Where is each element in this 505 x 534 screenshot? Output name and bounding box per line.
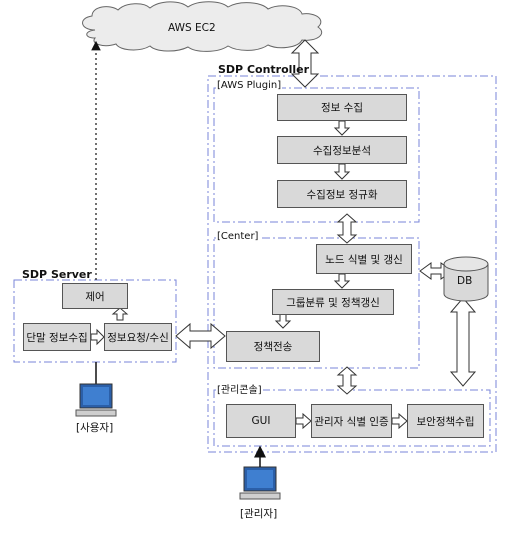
db-cylinder [443,256,489,302]
plugin-flow-arrows [333,120,351,180]
collected-info-analysis-box: 수집정보분석 [277,136,407,164]
admin-auth-box: 관리자 식별 인증 [311,404,392,438]
info-collect-box: 정보 수집 [277,94,407,121]
console-flow-arrows [295,412,408,430]
mgmt-console-label: [관리콘솔] [216,381,263,396]
plugin-center-double-arrow [336,213,358,244]
collected-info-normalize-box: 수집정보 정규화 [277,180,407,208]
control-box: 제어 [62,283,128,309]
center-console-double-arrow [336,366,358,395]
center-label: [Center] [216,231,260,242]
terminal-collect-box: 단말 정보수집 [23,323,91,351]
gui-box: GUI [226,404,296,438]
aws-plugin-section [213,87,420,223]
sdp-controller-boundary [207,75,497,453]
db-console-double-arrow [449,297,477,387]
cloud-label: AWS EC2 [168,22,216,34]
admin-computer-icon [239,445,281,500]
server-controller-double-arrow [175,322,226,350]
center-flow-arrows [274,273,351,329]
center-section [213,237,420,369]
user-computer-icon [75,362,117,417]
group-policy-box: 그룹분류 및 정책갱신 [272,289,394,315]
server-flow-arrows [90,307,129,346]
policy-transfer-box: 정책전송 [226,331,320,362]
sdp-server-boundary [13,279,177,363]
admin-label: [관리자] [240,508,278,520]
cloud-controller-double-arrow [290,39,320,88]
info-request-box: 정보요청/수신 [104,323,172,351]
db-label: DB [457,275,473,287]
node-identify-box: 노드 식별 및 갱신 [316,244,412,274]
sdp-controller-title: SDP Controller [218,63,310,76]
mgmt-console-section [213,389,491,447]
user-label: [사용자] [76,422,114,434]
sdp-server-title: SDP Server [22,268,92,281]
aws-ec2-cloud [82,1,323,52]
security-policy-box: 보안정책수립 [407,404,484,438]
aws-plugin-label: [AWS Plugin] [216,80,283,91]
